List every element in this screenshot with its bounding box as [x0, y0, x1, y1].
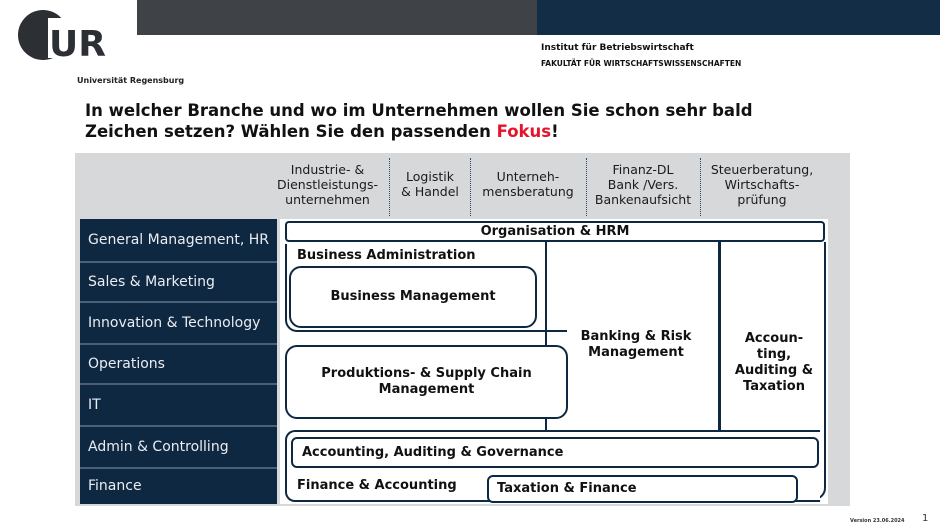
- headline-accent: Fokus: [496, 122, 552, 141]
- box-taxation-finance: Taxation & Finance: [487, 475, 798, 503]
- row-divider: [80, 301, 277, 303]
- version-label: Version 23.06.2024: [850, 518, 905, 524]
- row-divider: [80, 467, 277, 469]
- column-header-logistik: Logistik & Handel: [401, 169, 459, 199]
- column-header-beratung: Unterneh- mensberatung: [482, 169, 574, 199]
- box-accounting-auditing-governance: Accounting, Auditing & Governance: [291, 437, 819, 468]
- row-label-sales-marketing: Sales & Marketing: [80, 263, 277, 301]
- row-divider: [80, 383, 277, 385]
- row-label-finance: Finance: [80, 469, 277, 504]
- column-separator: [700, 158, 701, 216]
- box-produktion-supply-chain: Produktions- & Supply Chain Management: [285, 345, 568, 419]
- box-organisation-hrm: Organisation & HRM: [285, 221, 825, 242]
- row-label-general-management: General Management, HR: [80, 219, 277, 261]
- university-logo: UR: [18, 10, 106, 65]
- box-banking-risk: Banking & Risk Management: [580, 329, 692, 360]
- faculty-name: FAKULTÄT FÜR WIRTSCHAFTSWISSENSCHAFTEN: [541, 59, 742, 68]
- row-divider: [80, 261, 277, 263]
- column-separator: [470, 158, 471, 216]
- row-label-admin-controlling: Admin & Controlling: [80, 427, 277, 467]
- header-bar-navy: [537, 0, 940, 35]
- header-bar-gray: [137, 0, 537, 35]
- box-business-management: Business Management: [289, 266, 537, 328]
- row-divider: [80, 425, 277, 427]
- page-number: 1: [922, 513, 929, 524]
- column-separator: [586, 158, 587, 216]
- column-header-steuer: Steuerberatung, Wirtschafts- prüfung: [710, 161, 814, 207]
- row-label-innovation: Innovation & Technology: [80, 303, 277, 343]
- column-header-finanz: Finanz-DL Bank /Vers. Bankenaufsicht: [594, 161, 692, 207]
- business-administration-bracket: [285, 244, 567, 332]
- svg-text:UR: UR: [49, 24, 106, 65]
- label-business-administration: Business Administration: [297, 248, 476, 263]
- university-name: Universität Regensburg: [77, 76, 185, 85]
- row-divider: [80, 343, 277, 345]
- headline-line2: Zeichen setzen? Wählen Sie den passenden: [85, 122, 497, 141]
- box-accounting-taxation: Accoun- ting, Auditing & Taxation: [734, 331, 814, 394]
- column-separator: [389, 158, 390, 216]
- row-label-operations: Operations: [80, 345, 277, 383]
- column-header-industrie: Industrie- & Dienstleistungs- unternehme…: [277, 161, 378, 207]
- headline-line1: In welcher Branche und wo im Unternehmen…: [85, 101, 753, 120]
- row-label-it: IT: [80, 385, 277, 425]
- institute-name: Institut für Betriebswirtschaft: [541, 43, 694, 53]
- page-title: In welcher Branche und wo im Unternehmen…: [85, 100, 845, 142]
- label-finance-accounting: Finance & Accounting: [297, 478, 457, 493]
- headline-suffix: !: [551, 122, 559, 141]
